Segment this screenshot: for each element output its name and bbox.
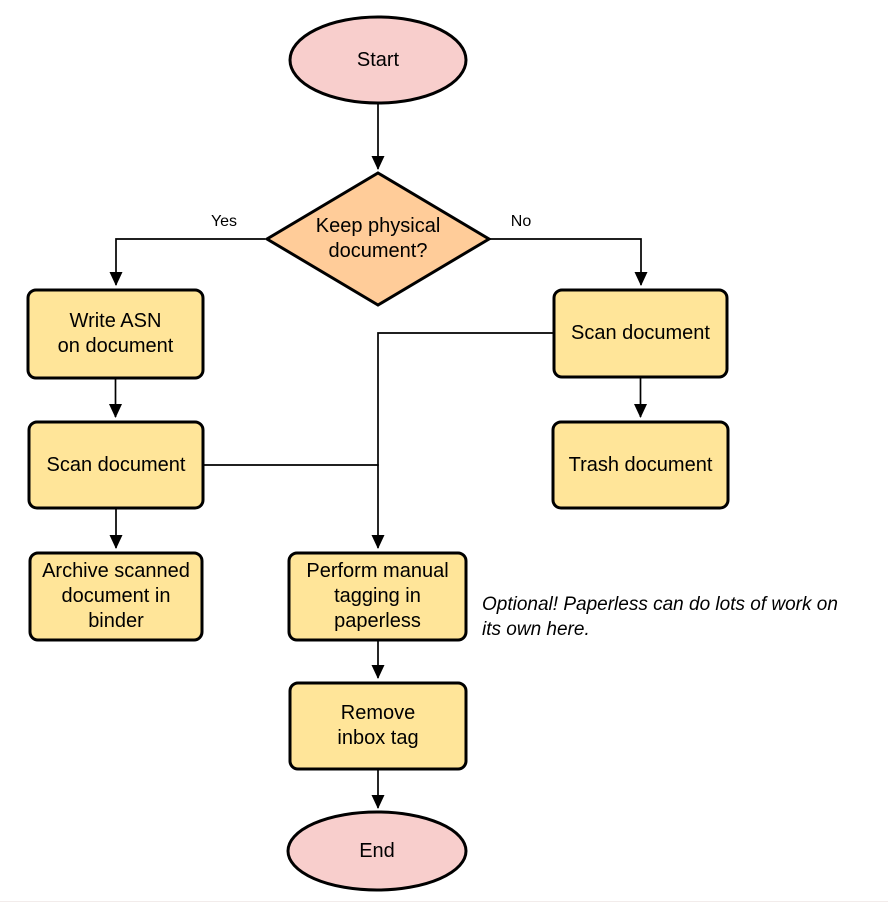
decision-diamond-shape — [264, 171, 492, 307]
archive-box-shape — [28, 551, 204, 642]
edge-decision-no — [490, 238, 648, 286]
scan-right-box-shape — [552, 288, 729, 379]
trash-box-shape — [551, 420, 730, 510]
optional-annotation: Optional! Paperless can do lots of work … — [482, 594, 838, 640]
write-asn-box-shape — [26, 288, 205, 380]
edge-decision-yes — [109, 238, 265, 286]
remove-inbox-box-shape — [288, 681, 468, 771]
edge-scans-to-tagging — [371, 332, 554, 549]
tagging-box-shape — [287, 551, 468, 642]
end-terminal-shape — [286, 810, 468, 892]
scan-left-box-shape — [27, 420, 205, 510]
start-terminal-shape — [288, 15, 468, 105]
